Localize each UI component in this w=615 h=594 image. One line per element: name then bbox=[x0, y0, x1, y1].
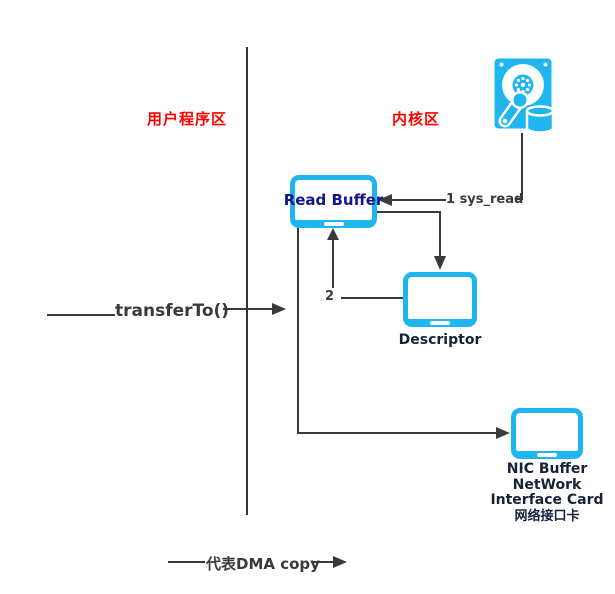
transferto-arrow-line bbox=[223, 308, 273, 310]
legend-dma-label: 代表DMA copy bbox=[206, 555, 320, 573]
disk-to-readbuffer-line-hook bbox=[515, 198, 523, 200]
nic-buffer-node bbox=[511, 408, 583, 459]
user-zone-label: 用户程序区 bbox=[147, 110, 228, 128]
step2-line-vertical bbox=[332, 238, 334, 288]
read-buffer-node: Read Buffer bbox=[284, 175, 383, 228]
descriptor-caption: Descriptor bbox=[398, 332, 482, 348]
legend-line-left bbox=[168, 561, 205, 563]
nic-caption-line4: 网络接口卡 bbox=[514, 508, 580, 524]
sys-read-arrow-line bbox=[390, 199, 446, 201]
readbuffer-to-descriptor-line-horizontal bbox=[377, 211, 441, 213]
step2-arrowhead-icon bbox=[327, 228, 339, 240]
descriptor-node bbox=[403, 272, 477, 327]
nic-caption: NIC Buffer NetWork Interface Card 网络接口卡 bbox=[477, 461, 615, 524]
transferto-arrowhead-icon bbox=[272, 303, 286, 315]
kernel-zone-label: 内核区 bbox=[392, 110, 441, 128]
transferto-edge-label: transferTo() bbox=[115, 301, 230, 321]
step2-edge-label: 2 bbox=[325, 289, 335, 304]
hard-disk-icon bbox=[494, 57, 555, 134]
readbuffer-to-nic-line-horizontal bbox=[297, 432, 496, 434]
sys-read-edge-label: 1 sys_read bbox=[446, 192, 524, 207]
readbuffer-to-descriptor-line-vertical bbox=[439, 211, 441, 257]
read-buffer-label: Read Buffer bbox=[283, 191, 384, 209]
nic-arrowhead-icon bbox=[496, 427, 510, 439]
nic-caption-line3: Interface Card bbox=[490, 492, 604, 508]
transferto-line-left bbox=[47, 314, 115, 316]
sys-read-arrowhead-icon bbox=[378, 194, 392, 206]
disk-to-readbuffer-line-vertical bbox=[521, 133, 523, 200]
nic-caption-line1: NIC Buffer bbox=[506, 461, 588, 477]
descriptor-arrowhead-icon bbox=[434, 256, 446, 270]
legend-arrowhead-icon bbox=[333, 556, 347, 568]
zone-divider-line bbox=[246, 47, 248, 515]
readbuffer-to-nic-line-vertical bbox=[297, 228, 299, 434]
legend-arrow-line bbox=[311, 561, 334, 563]
nic-caption-line2: NetWork bbox=[512, 476, 582, 493]
step2-line-horizontal bbox=[341, 297, 403, 299]
